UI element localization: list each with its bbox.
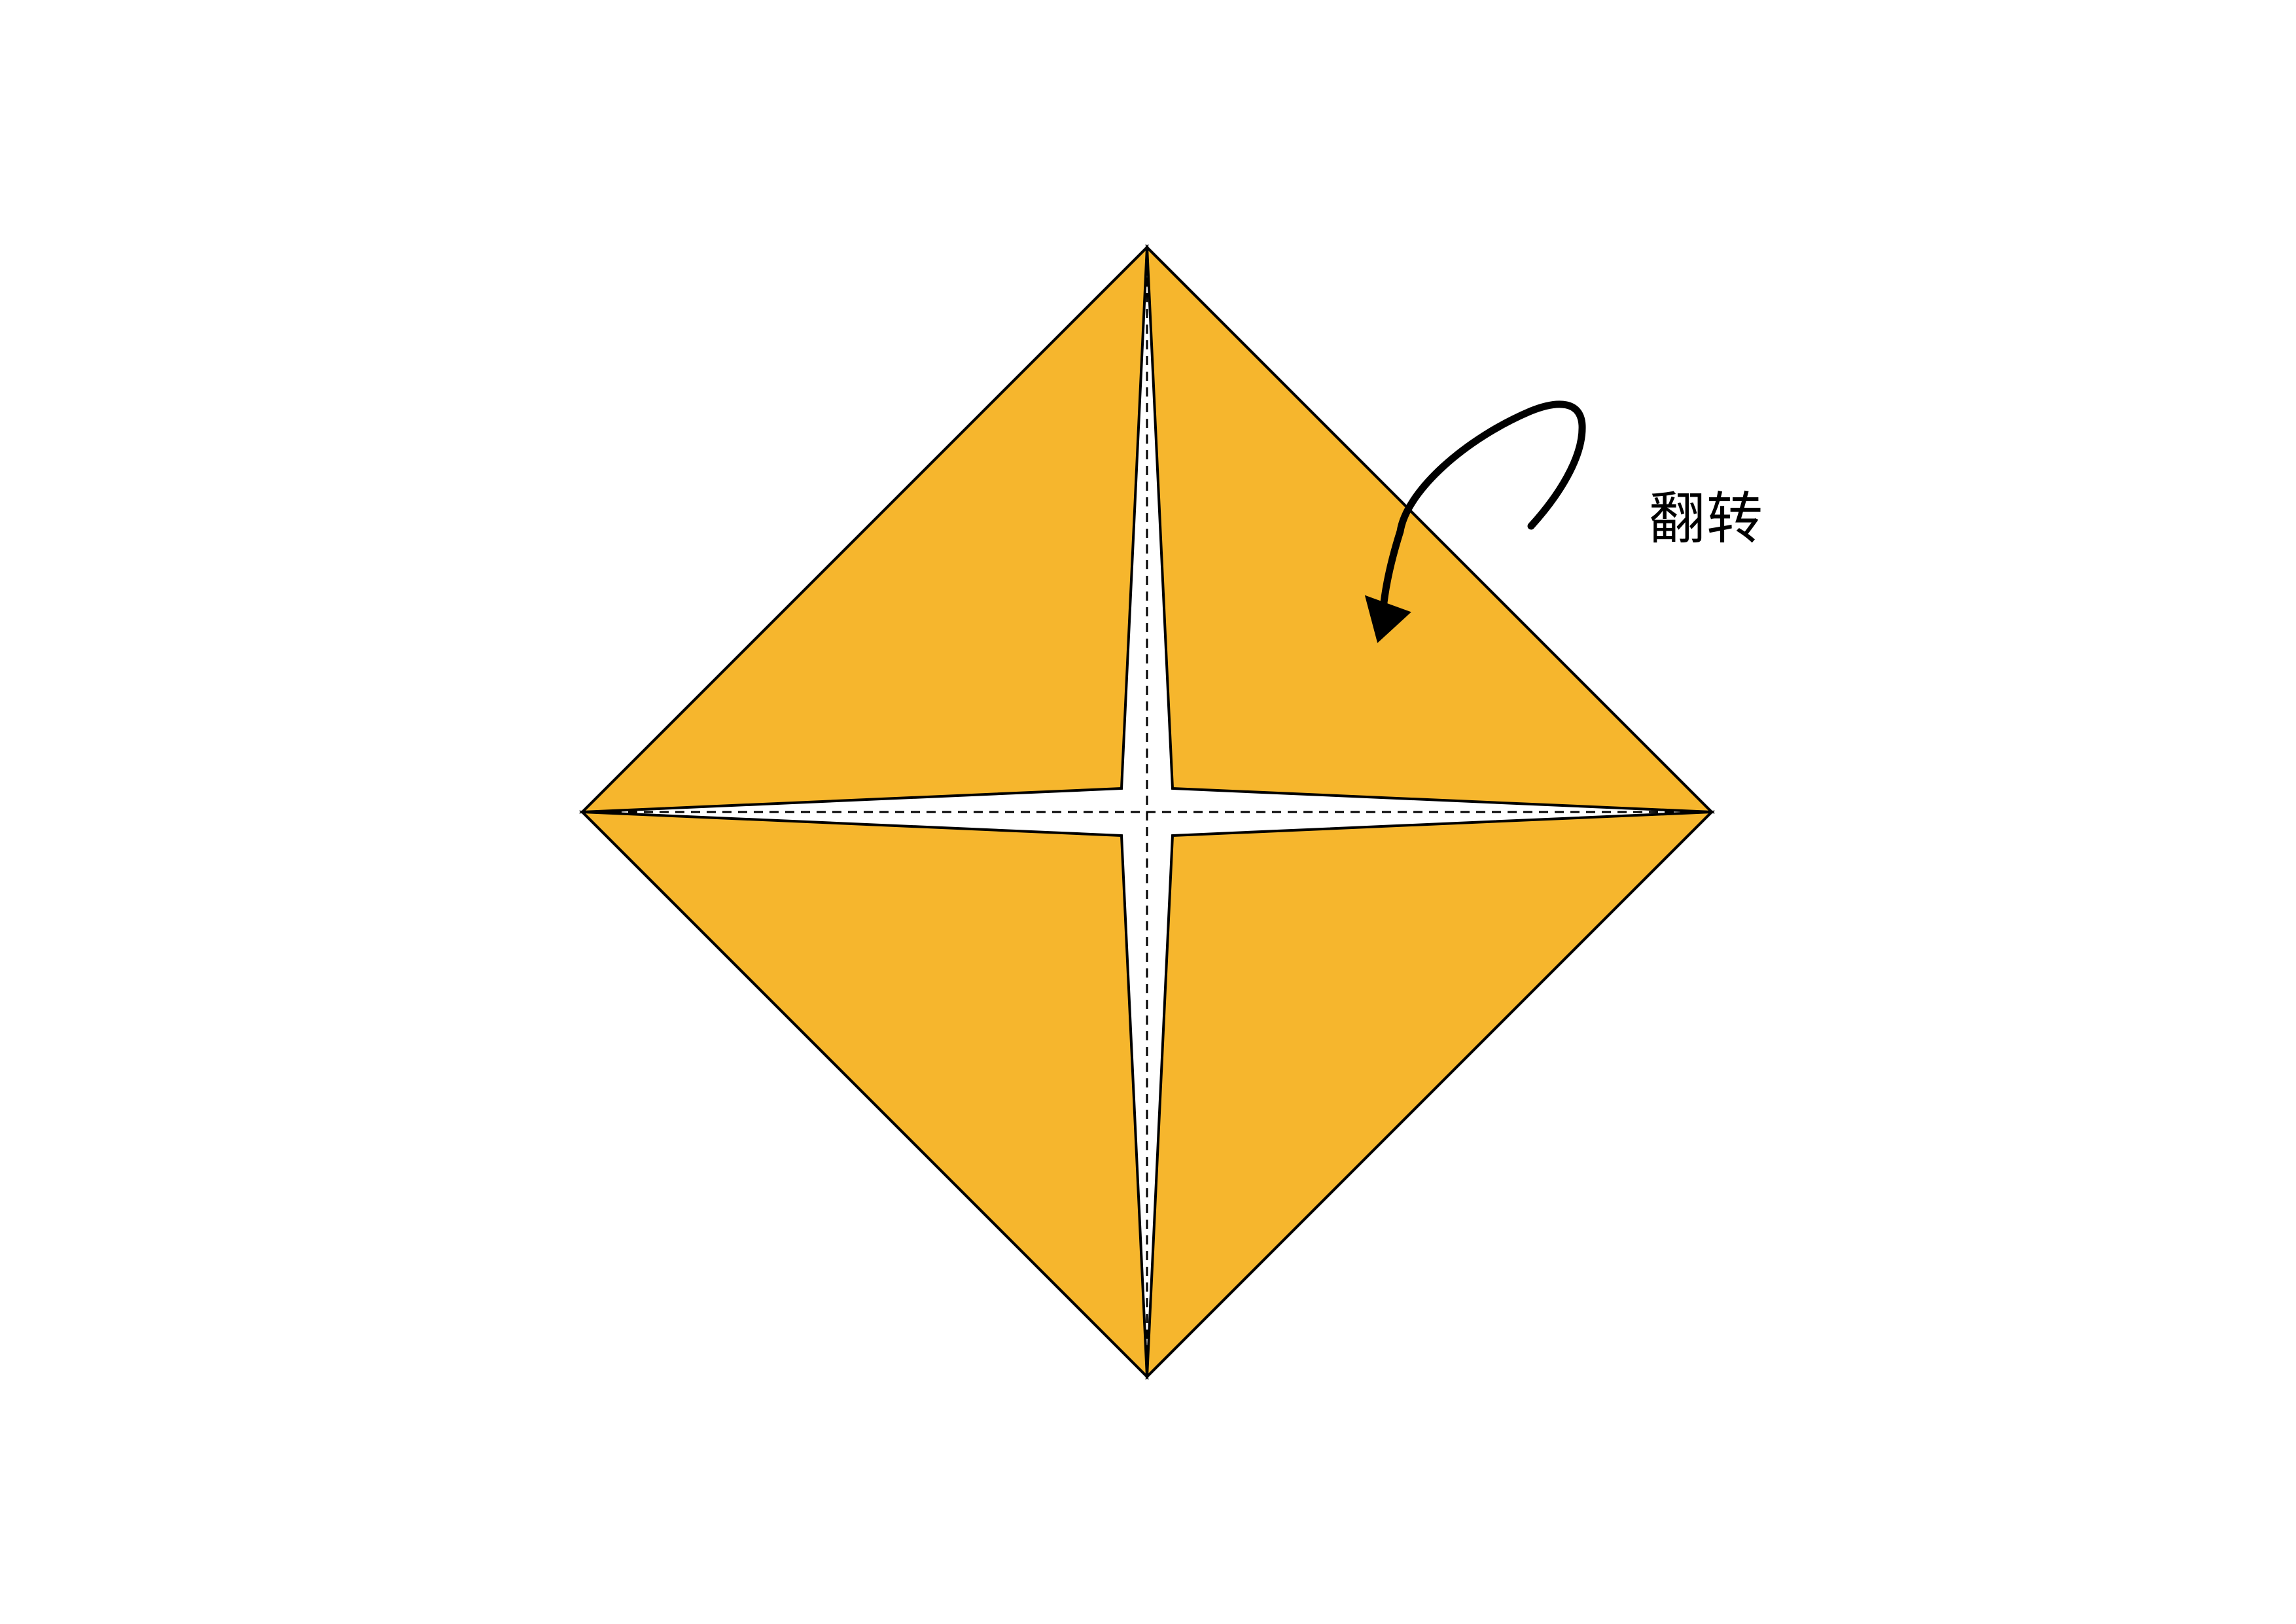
curved-arrow-icon xyxy=(1364,400,1586,643)
paper-outline xyxy=(580,245,1714,1379)
flip-instruction-label: 翻转 xyxy=(1649,486,1764,552)
crease-lines xyxy=(597,262,1697,1362)
